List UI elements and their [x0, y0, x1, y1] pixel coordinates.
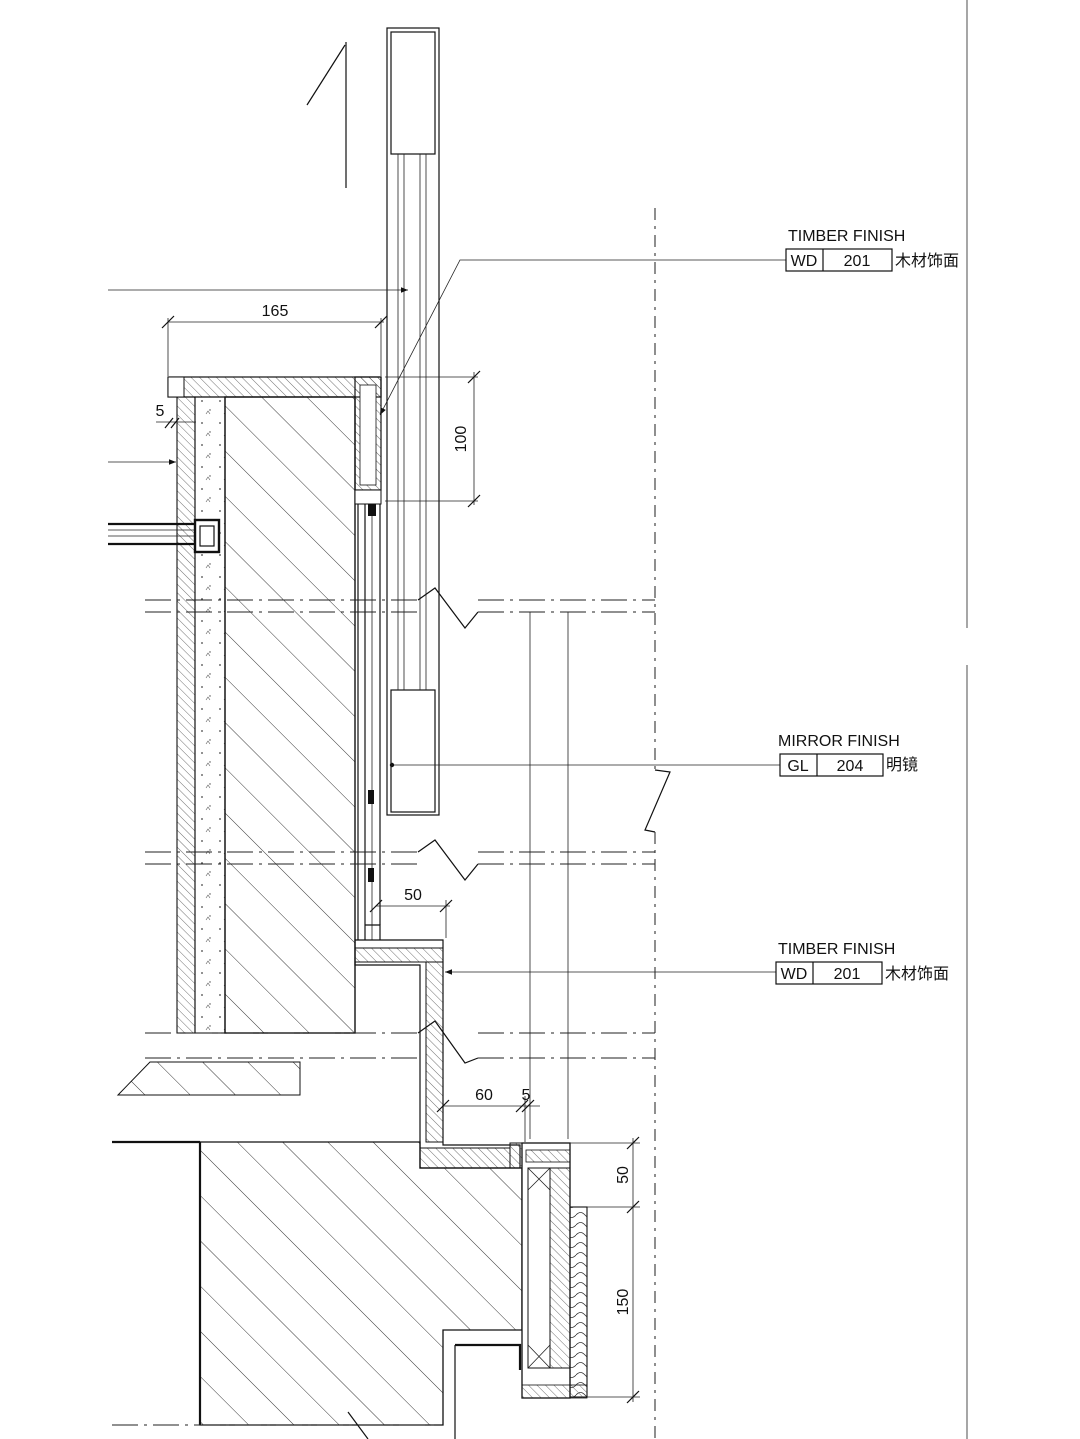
wall-section: [167, 376, 382, 1034]
window-frame: [108, 518, 221, 554]
mirror-panel: [357, 504, 381, 940]
dim-150: 150: [615, 1289, 632, 1316]
dimension-lines: [108, 287, 640, 1404]
door-frame: [386, 27, 440, 816]
section-cut-mark: [306, 42, 347, 188]
dim-100: 100: [453, 426, 470, 453]
leader-lines: [379, 259, 786, 975]
dim-50-right: 50: [615, 1166, 632, 1184]
callout-cn: 木材饰面: [885, 964, 949, 983]
dim-165: 165: [262, 303, 289, 320]
callout-number: 201: [844, 253, 871, 270]
skirting-detail: [521, 1142, 588, 1399]
callout-title: TIMBER FINISH: [778, 941, 895, 958]
reference-lines: [529, 208, 671, 1439]
dim-5-right: 5: [522, 1087, 531, 1104]
callout-title: TIMBER FINISH: [788, 228, 905, 245]
callout-code: WD: [781, 966, 808, 983]
callout-code: GL: [787, 758, 808, 775]
callout-mirror-finish: MIRROR FINISH GL 204 明镜: [778, 733, 918, 777]
callout-timber-finish-top: TIMBER FINISH WD 201 木材饰面: [785, 228, 959, 272]
callout-number: 204: [837, 758, 864, 775]
callout-code: WD: [791, 253, 818, 270]
dimension-labels: 165 5 100 50 60 5 50 150: [156, 303, 632, 1315]
callout-number: 201: [834, 966, 861, 983]
callout-cn: 明镜: [886, 755, 918, 774]
lower-timber-step: [354, 939, 523, 1169]
dim-50-mid: 50: [404, 887, 422, 904]
callout-title: MIRROR FINISH: [778, 733, 900, 750]
dim-60: 60: [475, 1087, 493, 1104]
break-lines: [145, 587, 655, 1064]
lower-structure: [112, 1061, 523, 1439]
callout-timber-finish-bottom: TIMBER FINISH WD 201 木材饰面: [775, 941, 949, 985]
callout-cn: 木材饰面: [895, 251, 959, 270]
dim-5-left: 5: [156, 403, 165, 420]
